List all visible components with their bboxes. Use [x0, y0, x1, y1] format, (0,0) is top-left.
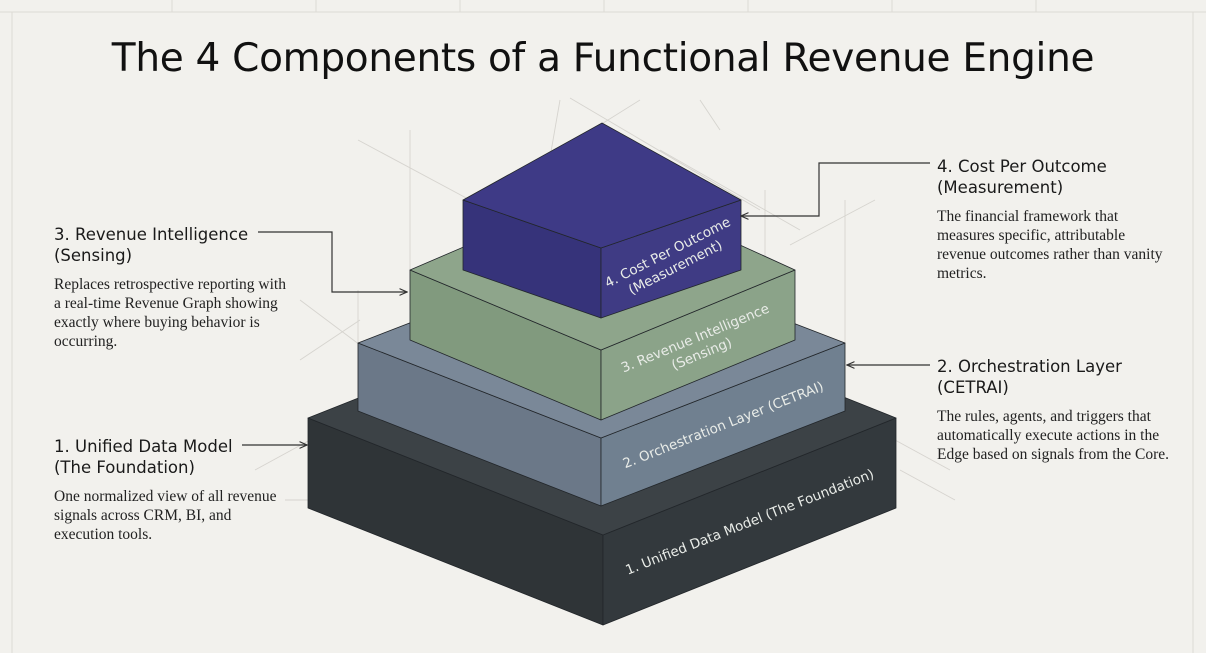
annotation-heading-line1: 3. Revenue Intelligence — [54, 225, 249, 244]
annotation-heading-line2: (Sensing) — [54, 246, 133, 265]
annotation-heading-line2: (CETRAI) — [937, 378, 1009, 397]
callout-arrows — [242, 162, 930, 445]
pyramid-layers: 1. Unified Data Model (The Foundation)2.… — [307, 122, 897, 626]
annotation-heading: 4. Cost Per Outcome (Measurement) — [937, 156, 1177, 198]
annotation-heading: 3. Revenue Intelligence (Sensing) — [54, 224, 289, 266]
annotation-cost-per-outcome: 4. Cost Per Outcome (Measurement) The fi… — [937, 156, 1177, 283]
page-title: The 4 Components of a Functional Revenue… — [111, 36, 1095, 81]
annotation-heading-line1: 1. Unified Data Model — [54, 437, 233, 456]
arrow-cost-per-outcome — [741, 162, 930, 216]
annotation-description: Replaces retrospective reporting with a … — [54, 276, 286, 350]
annotation-revenue-intelligence: 3. Revenue Intelligence (Sensing) Replac… — [54, 224, 289, 351]
arrow-revenue-intelligence — [258, 231, 407, 292]
annotation-orchestration-layer: 2. Orchestration Layer (CETRAI) The rule… — [937, 356, 1177, 464]
annotation-description: One normalized view of all revenue signa… — [54, 488, 277, 543]
layer-cost-per-outcome: 4. Cost Per Outcome(Measurement) — [462, 122, 742, 319]
annotation-description: The rules, agents, and triggers that aut… — [937, 408, 1170, 463]
annotation-heading-line1: 4. Cost Per Outcome — [937, 157, 1107, 176]
layer-top-face — [462, 122, 742, 249]
annotation-heading-line2: (The Foundation) — [54, 458, 195, 477]
annotation-heading: 2. Orchestration Layer (CETRAI) — [937, 356, 1177, 398]
annotation-heading-line2: (Measurement) — [937, 178, 1064, 197]
annotation-unified-data-model: 1. Unified Data Model (The Foundation) O… — [54, 436, 294, 544]
annotation-heading: 1. Unified Data Model (The Foundation) — [54, 436, 294, 478]
annotation-description: The financial framework that measures sp… — [937, 208, 1163, 282]
annotation-heading-line1: 2. Orchestration Layer — [937, 357, 1122, 376]
